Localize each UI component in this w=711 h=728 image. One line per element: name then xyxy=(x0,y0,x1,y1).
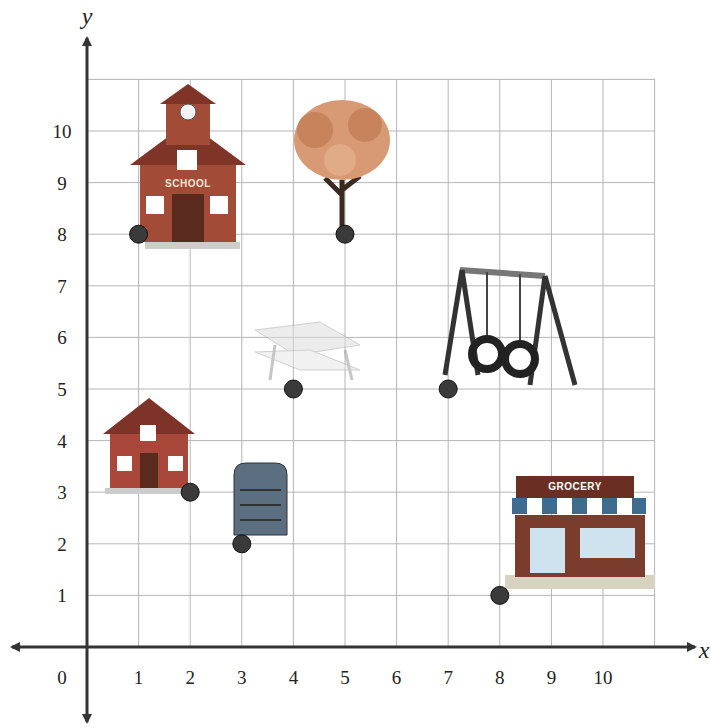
tick-number: 10 xyxy=(594,668,613,687)
tick-number: 3 xyxy=(57,483,67,502)
tick-number: 8 xyxy=(57,225,67,244)
plotted-points xyxy=(130,225,509,604)
tick-number: 6 xyxy=(57,328,67,347)
tick-number: 2 xyxy=(185,668,195,687)
tick-number: 3 xyxy=(237,668,247,687)
swing-set-picture xyxy=(445,270,575,385)
tick-number: 1 xyxy=(134,668,144,687)
tick-number: 8 xyxy=(495,668,505,687)
origin-label: 0 xyxy=(57,668,67,687)
tick-number: 6 xyxy=(392,668,402,687)
tick-number: 1 xyxy=(57,586,67,605)
tick-number: 5 xyxy=(57,380,67,399)
tick-number: 9 xyxy=(547,668,557,687)
tick-number: 10 xyxy=(53,122,72,141)
axis-name: y xyxy=(82,4,93,28)
store-sign: GROCERY xyxy=(548,482,602,492)
tick-number: 2 xyxy=(57,534,67,553)
tick-number: 7 xyxy=(443,668,453,687)
house-picture xyxy=(103,398,195,494)
tick-number: 9 xyxy=(57,173,67,192)
tree-picture xyxy=(294,100,390,234)
grocery-store-picture xyxy=(505,476,655,589)
picnic-table-picture xyxy=(255,322,360,380)
axes xyxy=(12,38,695,722)
mailbox-picture xyxy=(234,463,287,535)
tick-number: 4 xyxy=(57,431,67,450)
grid-lines xyxy=(87,79,655,647)
tick-number: 5 xyxy=(340,668,350,687)
axis-name: x xyxy=(699,638,710,662)
tick-number: 7 xyxy=(57,276,67,295)
school-sign: SCHOOL xyxy=(165,179,211,189)
tick-number: 4 xyxy=(289,668,299,687)
school-picture xyxy=(130,84,246,249)
